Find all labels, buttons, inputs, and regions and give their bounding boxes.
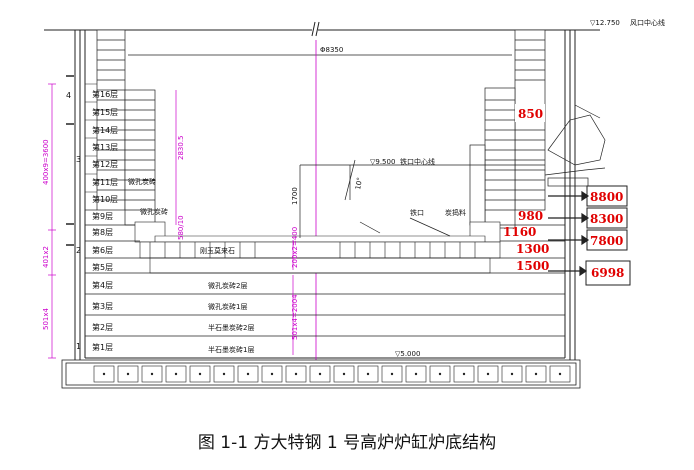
floor-label-1: 微孔炭砖2层 [208, 281, 247, 290]
dim-400x9: 400x9=3600 [42, 139, 50, 185]
section-num-4: 4 [66, 91, 71, 100]
foundation-dot [366, 372, 370, 376]
layer-16: 第16层 [92, 89, 118, 99]
foundation-dot [414, 372, 418, 376]
figure-caption: 图 1-1 方大特钢 1 号高炉炉缸炉底结构 [197, 433, 497, 453]
foundation-dot [486, 372, 490, 376]
tuyere-assembly [544, 104, 606, 187]
layer-8: 第8层 [92, 227, 113, 237]
foundation-dot [534, 372, 538, 376]
boxed-7800: 7800 [590, 234, 623, 248]
blast-furnace-diagram: ▽12.750 风口中心线 ▽9.500 铁口中心线 ▽5.000 Φ8350 … [42, 18, 665, 389]
elevation-top-note: 风口中心线 [630, 18, 665, 27]
dim-2830: 2830.5 [177, 136, 185, 161]
elevation-mid: ▽9.500 [370, 158, 395, 166]
layer-2: 第2层 [92, 322, 113, 332]
dim-401x2: 401x2 [42, 246, 50, 268]
foundation-dot [198, 372, 202, 376]
foundation-dot [174, 372, 178, 376]
foundation-dot [462, 372, 466, 376]
layer-11: 第11层 [92, 177, 118, 187]
layer-3: 第3层 [92, 301, 113, 311]
boxed-6998: 6998 [591, 266, 624, 280]
furnace-shell [44, 21, 600, 368]
red-box-850 [515, 104, 545, 122]
section-num-2: 2 [76, 246, 81, 255]
layer-14: 第14层 [92, 125, 118, 135]
red-850: 850 [518, 107, 543, 121]
elevation-markers [299, 159, 545, 238]
dim-width: Φ8350 [320, 46, 343, 54]
layer-9: 第9层 [92, 211, 113, 221]
layer-1: 第1层 [92, 342, 113, 352]
foundation-dot [342, 372, 346, 376]
foundation-dot [150, 372, 154, 376]
red-980: 980 [518, 209, 543, 223]
elevation-mid-note: 铁口中心线 [400, 157, 435, 166]
foundation-dot [126, 372, 130, 376]
floor-label-3: 半石墨炭砖2层 [208, 323, 254, 332]
annotation-pad: 刚玉莫来石 [200, 246, 235, 255]
foundation-dot [294, 372, 298, 376]
left-row-lines [85, 83, 97, 193]
foundation-dot [558, 372, 562, 376]
layer-13: 第13层 [92, 142, 118, 152]
right-wall-bricks [469, 29, 546, 229]
foundation-dot [318, 372, 322, 376]
elevation-bottom: ▽5.000 [395, 350, 420, 358]
floor-label-4: 半石墨炭砖1层 [208, 345, 254, 354]
left-wall-bricks [96, 29, 156, 226]
elevation-top: ▽12.750 [590, 19, 620, 27]
dim-580: 580/10 [177, 215, 185, 240]
annotation-tap-r: 炭捣料 [445, 208, 466, 217]
foundation-dot [510, 372, 514, 376]
hearth-floor [134, 221, 501, 274]
layer-4: 第4层 [92, 280, 113, 290]
foundation-dot [390, 372, 394, 376]
arrows [548, 190, 590, 277]
left-dimensions [48, 83, 294, 359]
layer-6: 第6层 [92, 245, 113, 255]
dim-angle: 10° [354, 177, 364, 191]
dim-2004: 501x4=2004 [291, 294, 299, 340]
foundation-dot [246, 372, 250, 376]
section-num-3: 3 [76, 155, 81, 164]
layer-10: 第10层 [92, 194, 118, 204]
annotation-tap: 铁口 [410, 208, 424, 217]
boxed-8800: 8800 [590, 190, 623, 204]
red-1160: 1160 [503, 225, 536, 239]
red-1300: 1300 [516, 242, 549, 256]
annotation-carbon-left: 微孔炭砖 [128, 177, 156, 186]
floor-label-2: 微孔炭砖1层 [208, 302, 247, 311]
layer-15: 第15层 [92, 107, 118, 117]
dim-200: 200x2=400 [291, 227, 299, 268]
dim-501x4: 501x4 [42, 307, 50, 330]
dim-1700: 1700 [291, 187, 299, 205]
layer-5: 第5层 [92, 262, 113, 272]
foundation-dot [102, 372, 106, 376]
foundation-dot [270, 372, 274, 376]
foundation-dot [222, 372, 226, 376]
red-1500: 1500 [516, 259, 549, 273]
boxed-values [585, 185, 631, 286]
foundation-cells [93, 365, 571, 383]
shell-ticks [66, 75, 74, 246]
foundation-dot [438, 372, 442, 376]
bottom-layers [85, 209, 565, 337]
boxed-8300: 8300 [590, 212, 623, 226]
annotation-bottom-left: 微孔炭砖 [140, 207, 168, 216]
section-num-1: 1 [76, 342, 81, 351]
layer-12: 第12层 [92, 159, 118, 169]
